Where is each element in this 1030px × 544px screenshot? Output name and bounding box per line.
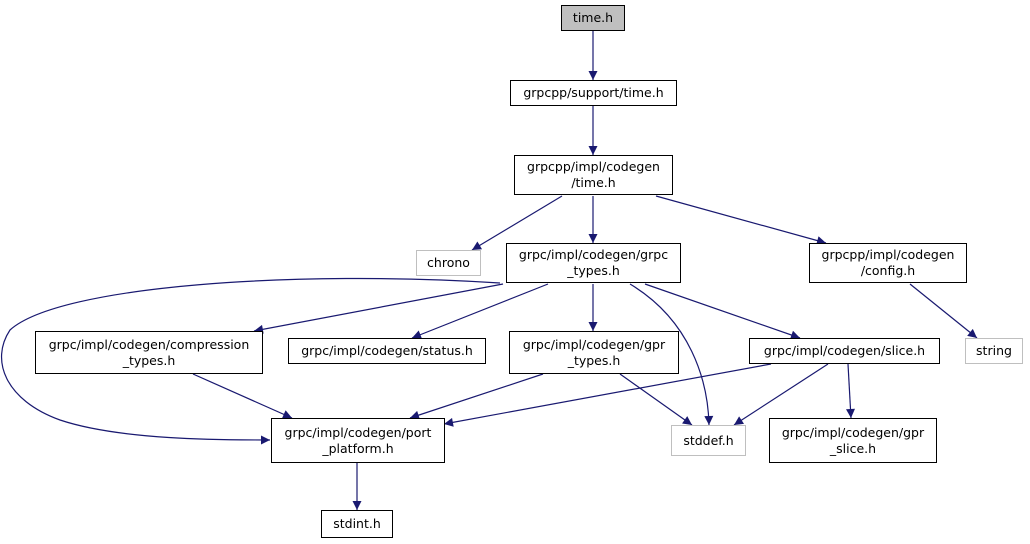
- node-label-line: /config.h: [860, 263, 916, 278]
- node-support-time[interactable]: grpcpp/support/time.h: [510, 80, 677, 106]
- node-slice[interactable]: grpc/impl/codegen/slice.h: [749, 338, 940, 364]
- edge-gpr_types-to-stddef: [619, 373, 693, 426]
- node-time-h: time.h: [561, 5, 625, 31]
- edge-compression-to-port_platform: [192, 373, 293, 419]
- node-label-line: grpcpp/impl/codegen: [527, 159, 660, 174]
- node-gpr-types[interactable]: grpc/impl/codegen/gpr_types.h: [509, 331, 679, 374]
- node-label-line: grpc/impl/codegen/gpr: [522, 336, 666, 352]
- edge-gpr_types-to-port_platform: [409, 373, 544, 420]
- edge-slice-to-stddef: [733, 363, 829, 426]
- node-label-line: _platform.h: [322, 440, 394, 456]
- node-string: string: [965, 338, 1023, 364]
- node-chrono: chrono: [416, 250, 481, 276]
- node-label-line: time.h: [572, 10, 614, 25]
- node-label-line: grpcpp/impl/codegen: [821, 247, 955, 262]
- node-label-line: stddef.h: [683, 432, 734, 448]
- edge-grpc_types-to-status: [411, 283, 549, 339]
- edge-grpc_types-to-port_platform: [1, 277, 501, 445]
- node-label-line: _types.h: [567, 263, 620, 278]
- edge-slice-to-gpr_slice: [846, 363, 855, 419]
- node-label-line: grpc/impl/codegen/status.h: [301, 343, 473, 358]
- edge-slice-to-port_platform: [443, 363, 772, 427]
- node-gpr-slice[interactable]: grpc/impl/codegen/gpr_slice.h: [769, 418, 937, 463]
- edge-config-to-string: [909, 283, 978, 339]
- node-codegen-time[interactable]: grpcpp/impl/codegen/time.h: [514, 155, 673, 195]
- edge-grpc_types-to-slice: [644, 283, 801, 340]
- node-label-line: grpc/impl/codegen/port: [284, 424, 432, 440]
- node-label-line: grpc/impl/codegen/slice.h: [763, 343, 926, 358]
- node-grpc-types[interactable]: grpc/impl/codegen/grpc_types.h: [506, 243, 681, 283]
- node-label-line: _slice.h: [829, 440, 877, 456]
- node-label-line: _types.h: [567, 352, 621, 368]
- node-label-line: grpc/impl/codegen/grpc: [518, 247, 669, 262]
- node-config[interactable]: grpcpp/impl/codegen/config.h: [809, 243, 967, 283]
- node-label-line: _types.h: [122, 352, 176, 368]
- node-stddef: stddef.h: [671, 425, 746, 456]
- node-label-line: grpcpp/support/time.h: [523, 85, 664, 100]
- edge-codegen_time-to-config: [655, 195, 827, 245]
- node-label-line: chrono: [427, 255, 470, 270]
- node-status[interactable]: grpc/impl/codegen/status.h: [288, 338, 486, 364]
- node-label-line: grpc/impl/codegen/compression: [48, 336, 250, 352]
- node-compression[interactable]: grpc/impl/codegen/compression_types.h: [35, 331, 263, 374]
- edge-codegen_time-to-chrono: [471, 195, 563, 251]
- node-port-platform[interactable]: grpc/impl/codegen/port_platform.h: [271, 418, 445, 463]
- node-stdint[interactable]: stdint.h: [321, 510, 393, 538]
- node-label-line: stdint.h: [333, 516, 381, 531]
- edge-grpc_types-to-stddef: [629, 283, 714, 426]
- edge-grpc_types-to-compression: [253, 283, 504, 334]
- node-label-line: /time.h: [571, 175, 616, 190]
- node-label-line: string: [976, 343, 1012, 358]
- node-label-line: grpc/impl/codegen/gpr: [781, 424, 925, 440]
